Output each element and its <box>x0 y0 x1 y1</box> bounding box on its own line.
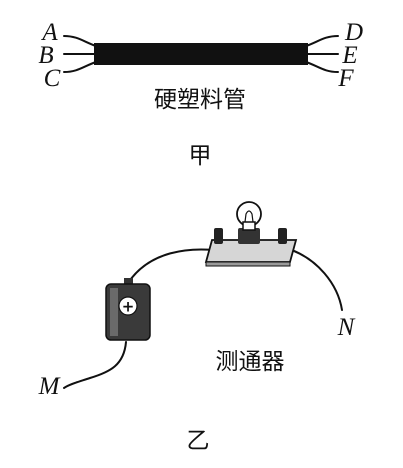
battery-highlight <box>110 288 118 336</box>
wire-c-lead <box>63 61 97 73</box>
plastic-tube <box>94 43 308 65</box>
battery-plus-badge <box>118 296 138 316</box>
tube-label: 硬塑料管 <box>154 87 246 113</box>
wire-f-lead <box>305 61 339 73</box>
wire-d-lead <box>305 35 339 47</box>
bulb-filament <box>244 210 254 223</box>
battery-terminal <box>124 278 133 285</box>
battery-plus-sign: + <box>122 298 135 316</box>
end-label-e: E <box>341 42 357 69</box>
end-label-a: A <box>40 19 58 46</box>
terminal-post-right <box>278 228 287 244</box>
terminal-label-n: N <box>337 314 356 341</box>
wire-a-lead <box>63 35 97 47</box>
light-bulb-icon <box>236 201 262 231</box>
battery-icon: + <box>105 278 151 341</box>
wire-bulb-to-n <box>285 247 343 311</box>
holder-board-edge <box>205 261 291 267</box>
caption-yi: 乙 <box>187 428 210 454</box>
bulb-socket <box>238 228 260 244</box>
figure-jia: A B C D E F 硬塑料管 甲 <box>38 19 363 169</box>
figure-yi: + N M 测通器 乙 <box>38 201 356 454</box>
wire-battery-to-bulb <box>127 248 215 284</box>
end-label-c: C <box>44 65 61 92</box>
terminal-label-m: M <box>38 373 61 400</box>
end-label-f: F <box>337 65 354 92</box>
terminal-post-left <box>214 228 223 244</box>
end-label-b: B <box>38 42 53 69</box>
device-label: 测通器 <box>216 349 285 375</box>
bulb-holder <box>204 228 298 267</box>
bulb-neck <box>242 221 256 231</box>
caption-jia: 甲 <box>189 143 212 169</box>
end-label-d: D <box>344 19 363 46</box>
wire-battery-to-m <box>63 341 127 389</box>
